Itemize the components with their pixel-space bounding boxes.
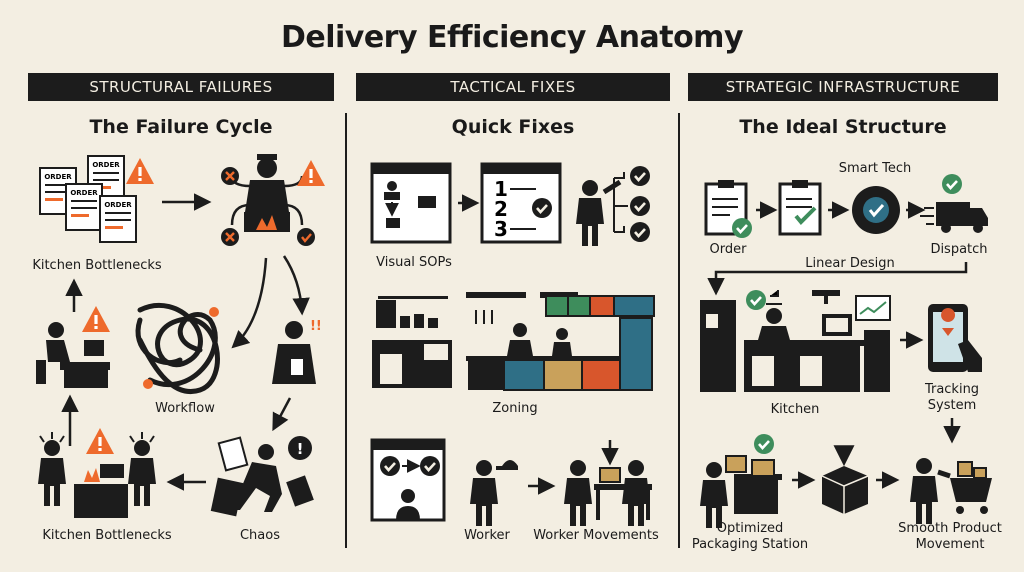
label-order: Order bbox=[709, 242, 747, 257]
order-taker-icon: !! bbox=[272, 319, 322, 384]
step-1: 1 bbox=[494, 177, 508, 201]
label-zoning: Zoning bbox=[492, 401, 538, 416]
order-clipboard-icon bbox=[704, 180, 754, 240]
subtitle-ideal-structure: The Ideal Structure bbox=[739, 116, 947, 138]
header-structural-failures: STRUCTURAL FAILURES bbox=[28, 73, 334, 101]
worker-movement-icon bbox=[564, 440, 652, 526]
worker-checklist-icon bbox=[576, 164, 652, 246]
order-tickets-icon: ORDER ORDER ORDER ORDER bbox=[39, 155, 154, 243]
tangled-workflow-icon bbox=[135, 302, 220, 395]
cart-movement-icon bbox=[910, 458, 992, 524]
label-movement-line2: Movement bbox=[915, 537, 985, 552]
zoned-kitchen-icon bbox=[466, 292, 655, 391]
subtitle-failure-cycle: The Failure Cycle bbox=[89, 116, 273, 138]
ticket-label: ORDER bbox=[104, 201, 132, 209]
label-worker-movements: Worker Movements bbox=[533, 528, 659, 543]
desk-worker-icon bbox=[36, 306, 110, 388]
waiter-icon bbox=[470, 460, 518, 526]
ticket-label: ORDER bbox=[44, 173, 72, 181]
column-divider-2 bbox=[678, 113, 680, 548]
label-worker: Worker bbox=[464, 528, 510, 543]
svg-text:!!: !! bbox=[310, 319, 322, 334]
package-box-icon bbox=[821, 445, 869, 514]
sop-flow-window-icon bbox=[370, 162, 452, 244]
label-movement-line1: Smooth Product bbox=[898, 521, 1002, 536]
smart-kitchen-icon bbox=[700, 288, 891, 392]
panicked-cooks-icon bbox=[38, 428, 156, 518]
header-tactical-fixes: TACTICAL FIXES bbox=[356, 73, 670, 101]
subtitle-quick-fixes: Quick Fixes bbox=[451, 116, 575, 138]
label-smooth-product-movement: Smooth Product Movement bbox=[890, 521, 1010, 553]
label-workflow: Workflow bbox=[155, 401, 215, 416]
svg-text:!: ! bbox=[297, 440, 304, 458]
label-packaging-line1: Optimized bbox=[716, 521, 784, 536]
label-kitchen: Kitchen bbox=[770, 402, 820, 417]
chaos-icon: ! bbox=[210, 436, 314, 517]
label-chaos: Chaos bbox=[239, 528, 280, 543]
step-2: 2 bbox=[494, 197, 508, 221]
label-linear-design: Linear Design bbox=[805, 256, 895, 271]
label-kitchen-bottlenecks-top: Kitchen Bottlenecks bbox=[32, 258, 162, 273]
label-optimized-packaging: Optimized Packaging Station bbox=[690, 521, 810, 553]
label-tracking-line2: System bbox=[927, 398, 977, 413]
page-title: Delivery Efficiency Anatomy bbox=[280, 20, 744, 55]
step-3: 3 bbox=[494, 217, 508, 241]
ticket-label: ORDER bbox=[92, 161, 120, 169]
label-tracking-system: Tracking System bbox=[916, 382, 988, 414]
label-smart-tech: Smart Tech bbox=[838, 161, 912, 176]
label-kitchen-bottlenecks-bottom: Kitchen Bottlenecks bbox=[42, 528, 172, 543]
ticket-label: ORDER bbox=[70, 189, 98, 197]
checklist-clipboard-icon bbox=[778, 180, 822, 236]
smart-tech-gear-icon bbox=[852, 186, 900, 234]
label-dispatch: Dispatch bbox=[930, 242, 988, 257]
header-strategic-infrastructure: STRATEGIC INFRASTRUCTURE bbox=[688, 73, 998, 101]
label-visual-sops: Visual SOPs bbox=[376, 255, 452, 270]
kitchen-counter-icon bbox=[372, 296, 452, 388]
numbered-checklist-icon: 1 2 3 bbox=[480, 162, 562, 244]
workflow-window-icon bbox=[370, 438, 446, 522]
stressed-chef-icon bbox=[221, 154, 325, 246]
packaging-station-icon bbox=[700, 432, 782, 528]
label-packaging-line2: Packaging Station bbox=[691, 537, 809, 552]
tracking-phone-icon bbox=[928, 304, 982, 372]
dispatch-truck-icon bbox=[920, 172, 988, 233]
label-tracking-line1: Tracking bbox=[924, 382, 980, 397]
column-divider-1 bbox=[345, 113, 347, 548]
